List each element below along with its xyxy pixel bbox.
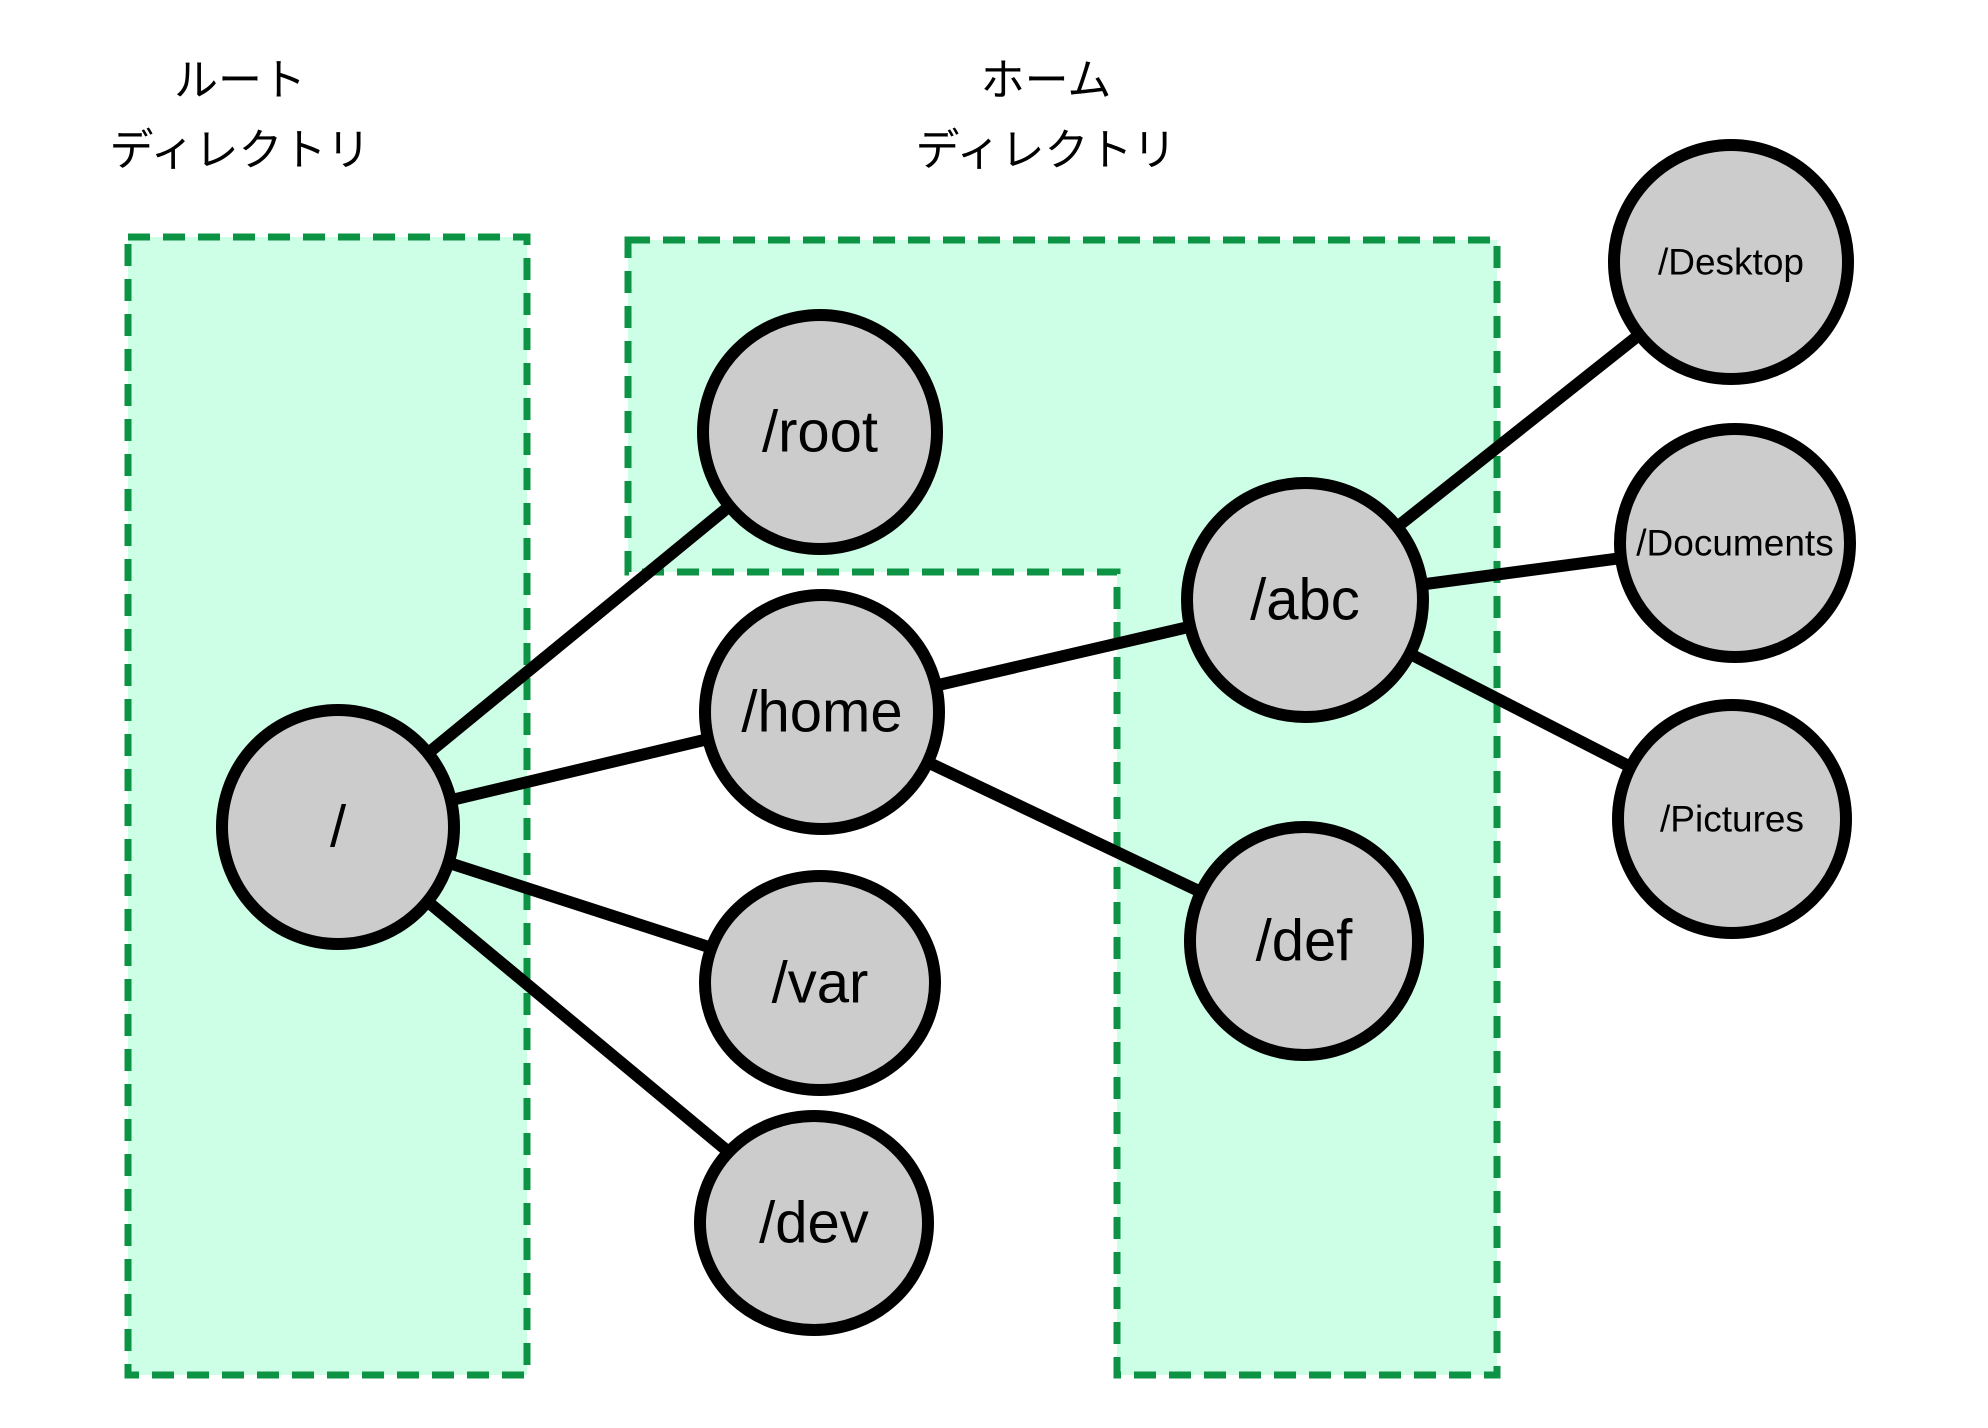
root-directory-label: ルート ディレクトリ bbox=[40, 46, 440, 186]
node-root bbox=[697, 309, 943, 555]
root-directory-label-line1: ルート bbox=[174, 56, 306, 105]
node-label-slash: / bbox=[330, 795, 347, 860]
node-slash bbox=[216, 704, 460, 950]
home-directory-label: ホーム ディレクトリ bbox=[846, 46, 1246, 186]
root-directory-label-line2: ディレクトリ bbox=[109, 126, 371, 175]
node-label-home: /home bbox=[741, 680, 902, 745]
node-def bbox=[1184, 821, 1424, 1061]
node-documents bbox=[1614, 423, 1856, 663]
home-directory-label-line2: ディレクトリ bbox=[915, 126, 1177, 175]
node-home bbox=[699, 589, 945, 835]
node-label-dev: /dev bbox=[759, 1191, 869, 1256]
node-label-root: /root bbox=[762, 400, 878, 465]
home-directory-label-line1: ホーム bbox=[980, 56, 1112, 105]
node-label-desktop: /Desktop bbox=[1658, 242, 1804, 283]
node-pictures bbox=[1612, 699, 1852, 939]
node-label-documents: /Documents bbox=[1636, 523, 1833, 564]
node-desktop bbox=[1608, 139, 1854, 385]
node-label-abc: /abc bbox=[1250, 568, 1360, 633]
node-label-pictures: /Pictures bbox=[1660, 799, 1804, 840]
node-var bbox=[699, 870, 941, 1096]
node-dev bbox=[694, 1110, 934, 1336]
node-abc bbox=[1181, 477, 1429, 723]
node-label-def: /def bbox=[1256, 909, 1354, 974]
node-label-var: /var bbox=[772, 951, 869, 1016]
